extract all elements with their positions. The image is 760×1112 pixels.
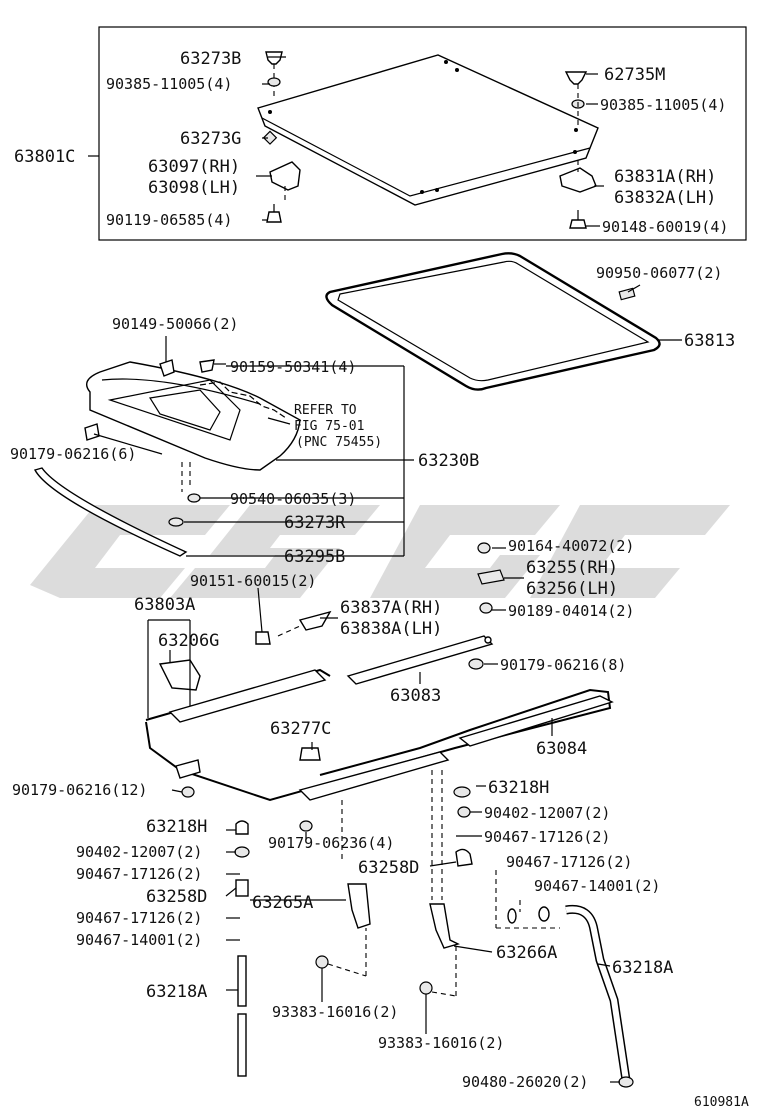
label-90179-12: 90179-06216(12) (12, 781, 147, 799)
label-63084: 63084 (536, 739, 587, 759)
label-90467-17126-right-1: 90467-17126(2) (484, 828, 610, 846)
label-90119: 90119-06585(4) (106, 211, 232, 229)
label-63277C: 63277C (270, 719, 331, 739)
label-63218H-right: 63218H (488, 778, 549, 798)
drain-hoses (234, 786, 634, 1088)
label-63258D-right: 63258D (358, 858, 419, 878)
label-90402-left: 90402-12007(2) (76, 843, 202, 861)
watermark-logo (30, 505, 730, 598)
label-90385-left: 90385-11005(4) (106, 75, 232, 93)
label-63831A: 63831A(RH) (614, 167, 716, 187)
label-90148: 90148-60019(4) (602, 218, 728, 236)
label-63265A: 63265A (252, 893, 313, 913)
label-90149: 90149-50066(2) (112, 315, 238, 333)
label-90164: 90164-40072(2) (508, 537, 634, 555)
label-63098: 63098(LH) (148, 178, 240, 198)
sunroof-frame-63803A (145, 542, 614, 900)
label-93383-left: 93383-16016(2) (272, 1003, 398, 1021)
label-63256: 63256(LH) (526, 579, 618, 599)
label-63083: 63083 (390, 686, 441, 706)
label-62735M: 62735M (604, 65, 665, 85)
label-refer-pnc: (PNC 75455) (296, 435, 382, 450)
label-63295B: 63295B (284, 547, 345, 567)
label-63838A: 63838A(LH) (340, 619, 442, 639)
leader-lines (93, 56, 682, 1083)
diagram-id: 610981A (694, 1095, 749, 1110)
label-90467-17126-left-2: 90467-17126(2) (76, 909, 202, 927)
label-90179-06236: 90179-06236(4) (268, 834, 394, 852)
label-63218A-left: 63218A (146, 982, 207, 1002)
label-90540: 90540-06035(3) (230, 490, 356, 508)
label-63266A: 63266A (496, 943, 557, 963)
label-63832A: 63832A(LH) (614, 188, 716, 208)
label-90159: 90159-50341(4) (230, 358, 356, 376)
label-90402-right: 90402-12007(2) (484, 804, 610, 822)
label-63097: 63097(RH) (148, 157, 240, 177)
label-63273R: 63273R (284, 513, 346, 533)
label-90151: 90151-60015(2) (190, 572, 316, 590)
label-63218H-left: 63218H (146, 817, 207, 837)
label-63258D-left: 63258D (146, 887, 207, 907)
front-housing-63230B (33, 359, 301, 557)
weatherstrip-63813 (325, 252, 661, 391)
label-90385-right: 90385-11005(4) (600, 96, 726, 114)
label-90480: 90480-26020(2) (462, 1073, 588, 1091)
label-90467-17126-left-1: 90467-17126(2) (76, 865, 202, 883)
label-90179-8: 90179-06216(8) (500, 656, 626, 674)
part-labels: 63273B 90385-11005(4) 62735M 90385-11005… (10, 49, 749, 1110)
label-90467-17126-right-2: 90467-17126(2) (506, 853, 632, 871)
label-63273B-top: 63273B (180, 49, 241, 69)
label-63803A: 63803A (134, 595, 195, 615)
label-refer-to: REFER TO (294, 403, 357, 418)
label-90467-14001-right: 90467-14001(2) (534, 877, 660, 895)
label-93383-right: 93383-16016(2) (378, 1034, 504, 1052)
label-90467-14001-left: 90467-14001(2) (76, 931, 202, 949)
label-63813: 63813 (684, 331, 735, 351)
label-refer-fig: FIG 75-01 (294, 419, 364, 434)
label-63206G: 63206G (158, 631, 219, 651)
label-63273G: 63273G (180, 129, 241, 149)
label-63230B: 63230B (418, 451, 479, 471)
label-63837A: 63837A(RH) (340, 598, 442, 618)
label-63255: 63255(RH) (526, 558, 618, 578)
label-90179-6: 90179-06216(6) (10, 445, 136, 463)
label-90950: 90950-06077(2) (596, 264, 722, 282)
label-63218A-right: 63218A (612, 958, 673, 978)
label-63801C: 63801C (14, 147, 75, 167)
label-90189: 90189-04014(2) (508, 602, 634, 620)
sunshade-panel-assembly (88, 26, 747, 241)
